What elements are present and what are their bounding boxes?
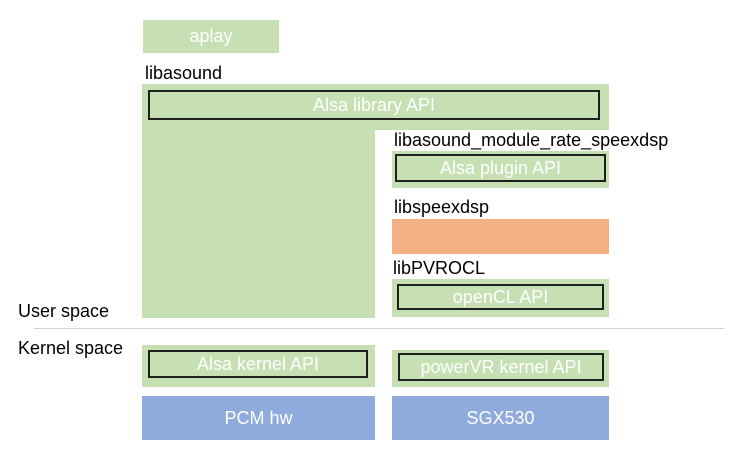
opencl-api-box: openCL API — [397, 284, 604, 310]
sgx530-label: SGX530 — [466, 407, 535, 428]
alsa-library-api-box: Alsa library API — [148, 90, 600, 120]
libasound-label: libasound — [145, 63, 223, 83]
libspeexdsp-label: libspeexdsp — [394, 197, 490, 217]
alsa-kernel-api-label: Alsa kernel API — [196, 353, 320, 374]
powervr-kernel-api-label: powerVR kernel API — [420, 356, 582, 377]
aplay-block: aplay — [143, 20, 279, 53]
libspeexdsp-block — [392, 219, 609, 254]
kernel-space-label: Kernel space — [18, 338, 124, 358]
libasound-block-left — [142, 84, 375, 318]
powervr-kernel-api-box: powerVR kernel API — [398, 353, 604, 381]
alsa-plugin-api-box: Alsa plugin API — [395, 154, 606, 182]
user-kernel-divider — [34, 328, 724, 329]
libpvrocl-label: libPVROCL — [393, 258, 486, 278]
opencl-api-label: openCL API — [452, 286, 549, 307]
alsa-plugin-api-label: Alsa plugin API — [439, 157, 562, 178]
alsa-kernel-api-box: Alsa kernel API — [148, 350, 368, 378]
libasound-module-label: libasound_module_rate_speexdsp — [394, 130, 669, 150]
sgx530-block: SGX530 — [392, 396, 609, 440]
user-space-label: User space — [18, 301, 110, 321]
alsa-library-api-label: Alsa library API — [312, 94, 436, 115]
aplay-label: aplay — [189, 26, 233, 46]
pcm-hw-block: PCM hw — [142, 396, 375, 440]
alsa-kernel-block — [142, 345, 375, 387]
pcm-hw-label: PCM hw — [224, 407, 293, 428]
